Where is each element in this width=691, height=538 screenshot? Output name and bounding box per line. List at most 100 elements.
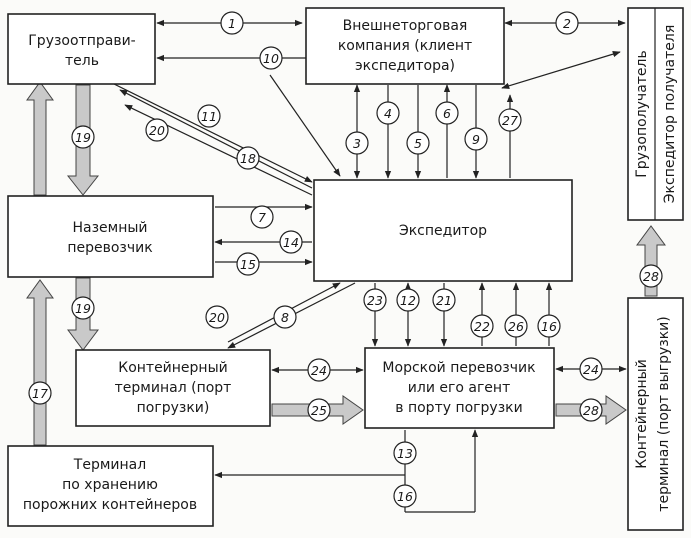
- svg-text:20: 20: [149, 123, 165, 138]
- step-8: 8: [273, 305, 297, 329]
- step-15: 15: [236, 252, 260, 276]
- svg-text:9: 9: [472, 132, 480, 147]
- box-forwarder: Экспедитор: [313, 179, 573, 282]
- svg-text:12: 12: [400, 293, 416, 308]
- step-24-right: 24: [579, 357, 603, 381]
- arrow-up-to-shipper: [26, 81, 54, 196]
- step-19-lower: 19: [71, 296, 95, 320]
- storage-label-3: порожних контейнеров: [23, 497, 197, 513]
- step-2: 2: [555, 11, 579, 35]
- step-17: 17: [28, 381, 52, 405]
- svg-text:16: 16: [541, 319, 557, 334]
- step-14: 14: [279, 230, 303, 254]
- step-9: 9: [464, 127, 488, 151]
- step-4: 4: [376, 101, 400, 125]
- step-markers: 1 2 10 27 3 4 5 6 9 11 20 18 19 7 14 15 …: [28, 11, 663, 508]
- box-sea-carrier: Морской перевозчик или его агент в порту…: [364, 347, 555, 429]
- svg-text:3: 3: [353, 136, 361, 151]
- arrow-28-vertical: [636, 225, 666, 297]
- step-5: 5: [406, 131, 430, 155]
- step-6: 6: [435, 101, 459, 125]
- sea-carrier-label-2: или его агент: [408, 380, 510, 396]
- land-carrier-label-2: перевозчик: [67, 240, 152, 256]
- storage-label-2: по хранению: [62, 477, 158, 493]
- svg-text:19: 19: [75, 130, 91, 145]
- step-3: 3: [345, 131, 369, 155]
- receiver-forwarder-label: Экспедитор получателя: [662, 25, 678, 203]
- box-shipper: Грузоотправи- тель: [7, 13, 156, 85]
- step-11: 11: [197, 104, 221, 128]
- step-18: 18: [236, 146, 260, 170]
- svg-text:7: 7: [258, 210, 266, 225]
- svg-text:10: 10: [263, 51, 279, 66]
- step-16-upper: 16: [537, 314, 561, 338]
- step-1: 1: [220, 11, 244, 35]
- sea-carrier-label-1: Морской перевозчик: [382, 360, 535, 376]
- svg-text:28: 28: [643, 269, 659, 284]
- shipper-label-1: Грузоотправи-: [28, 33, 135, 49]
- storage-label-1: Терминал: [73, 457, 146, 473]
- svg-text:22: 22: [474, 319, 490, 334]
- svg-text:17: 17: [32, 386, 48, 401]
- svg-text:2: 2: [563, 16, 571, 31]
- svg-text:8: 8: [281, 310, 289, 325]
- svg-text:4: 4: [384, 106, 392, 121]
- step-25: 25: [307, 398, 331, 422]
- box-consignee: Грузополучатель Экспедитор получателя: [627, 7, 684, 221]
- step-20-lower: 20: [205, 305, 229, 329]
- sea-carrier-label-3: в порту погрузки: [395, 400, 522, 416]
- step-10: 10: [259, 46, 283, 70]
- step-21: 21: [432, 288, 456, 312]
- svg-text:21: 21: [436, 293, 452, 308]
- shipper-label-2: тель: [65, 53, 99, 69]
- step-16-lower: 16: [393, 484, 417, 508]
- box-land-carrier: Наземный перевозчик: [7, 195, 214, 278]
- svg-text:13: 13: [397, 446, 413, 461]
- svg-text:5: 5: [414, 136, 422, 151]
- step-26: 26: [504, 314, 528, 338]
- step-22: 22: [470, 314, 494, 338]
- step-12: 12: [396, 288, 420, 312]
- svg-text:26: 26: [508, 319, 524, 334]
- svg-text:24: 24: [311, 363, 327, 378]
- foreign-trade-label-1: Внешнеторговая: [343, 18, 468, 34]
- consignee-label: Грузополучатель: [634, 50, 650, 178]
- arrow-17: [26, 279, 54, 446]
- step-28-horizontal: 28: [579, 398, 603, 422]
- terminal-unload-label-2: терминал (порт выгрузки): [656, 316, 672, 511]
- step-7: 7: [250, 205, 274, 229]
- step-23: 23: [363, 288, 387, 312]
- svg-text:28: 28: [583, 403, 599, 418]
- box-container-terminal-unloading: Контейнерный терминал (порт выгрузки): [627, 297, 684, 531]
- svg-text:1: 1: [228, 16, 236, 31]
- box-empty-container-storage: Терминал по хранению порожних контейнеро…: [7, 445, 214, 527]
- terminal-load-label-3: погрузки): [137, 400, 210, 416]
- foreign-trade-label-3: экспедитора): [355, 58, 455, 74]
- terminal-load-label-2: терминал (порт: [115, 380, 232, 396]
- step-13: 13: [393, 441, 417, 465]
- step-24-left: 24: [307, 358, 331, 382]
- svg-text:19: 19: [75, 301, 91, 316]
- svg-text:6: 6: [443, 106, 451, 121]
- foreign-trade-label-2: компания (клиент: [338, 38, 472, 54]
- svg-text:18: 18: [240, 151, 256, 166]
- terminal-load-label-1: Контейнерный: [118, 360, 227, 376]
- step-27: 27: [498, 108, 522, 132]
- box-foreign-trade-company: Внешнеторговая компания (клиент экспедит…: [305, 7, 505, 85]
- svg-text:15: 15: [240, 257, 256, 272]
- svg-text:14: 14: [283, 235, 299, 250]
- svg-text:24: 24: [583, 362, 599, 377]
- svg-text:20: 20: [209, 310, 225, 325]
- land-carrier-label-1: Наземный: [72, 220, 147, 236]
- svg-text:25: 25: [311, 403, 327, 418]
- svg-text:23: 23: [367, 293, 383, 308]
- step-28-vertical: 28: [639, 264, 663, 288]
- svg-text:11: 11: [201, 109, 217, 124]
- box-container-terminal-loading: Контейнерный терминал (порт погрузки): [75, 349, 271, 427]
- svg-text:27: 27: [502, 113, 518, 128]
- forwarder-label: Экспедитор: [399, 223, 487, 239]
- step-20-upper: 20: [145, 118, 169, 142]
- svg-text:16: 16: [397, 489, 413, 504]
